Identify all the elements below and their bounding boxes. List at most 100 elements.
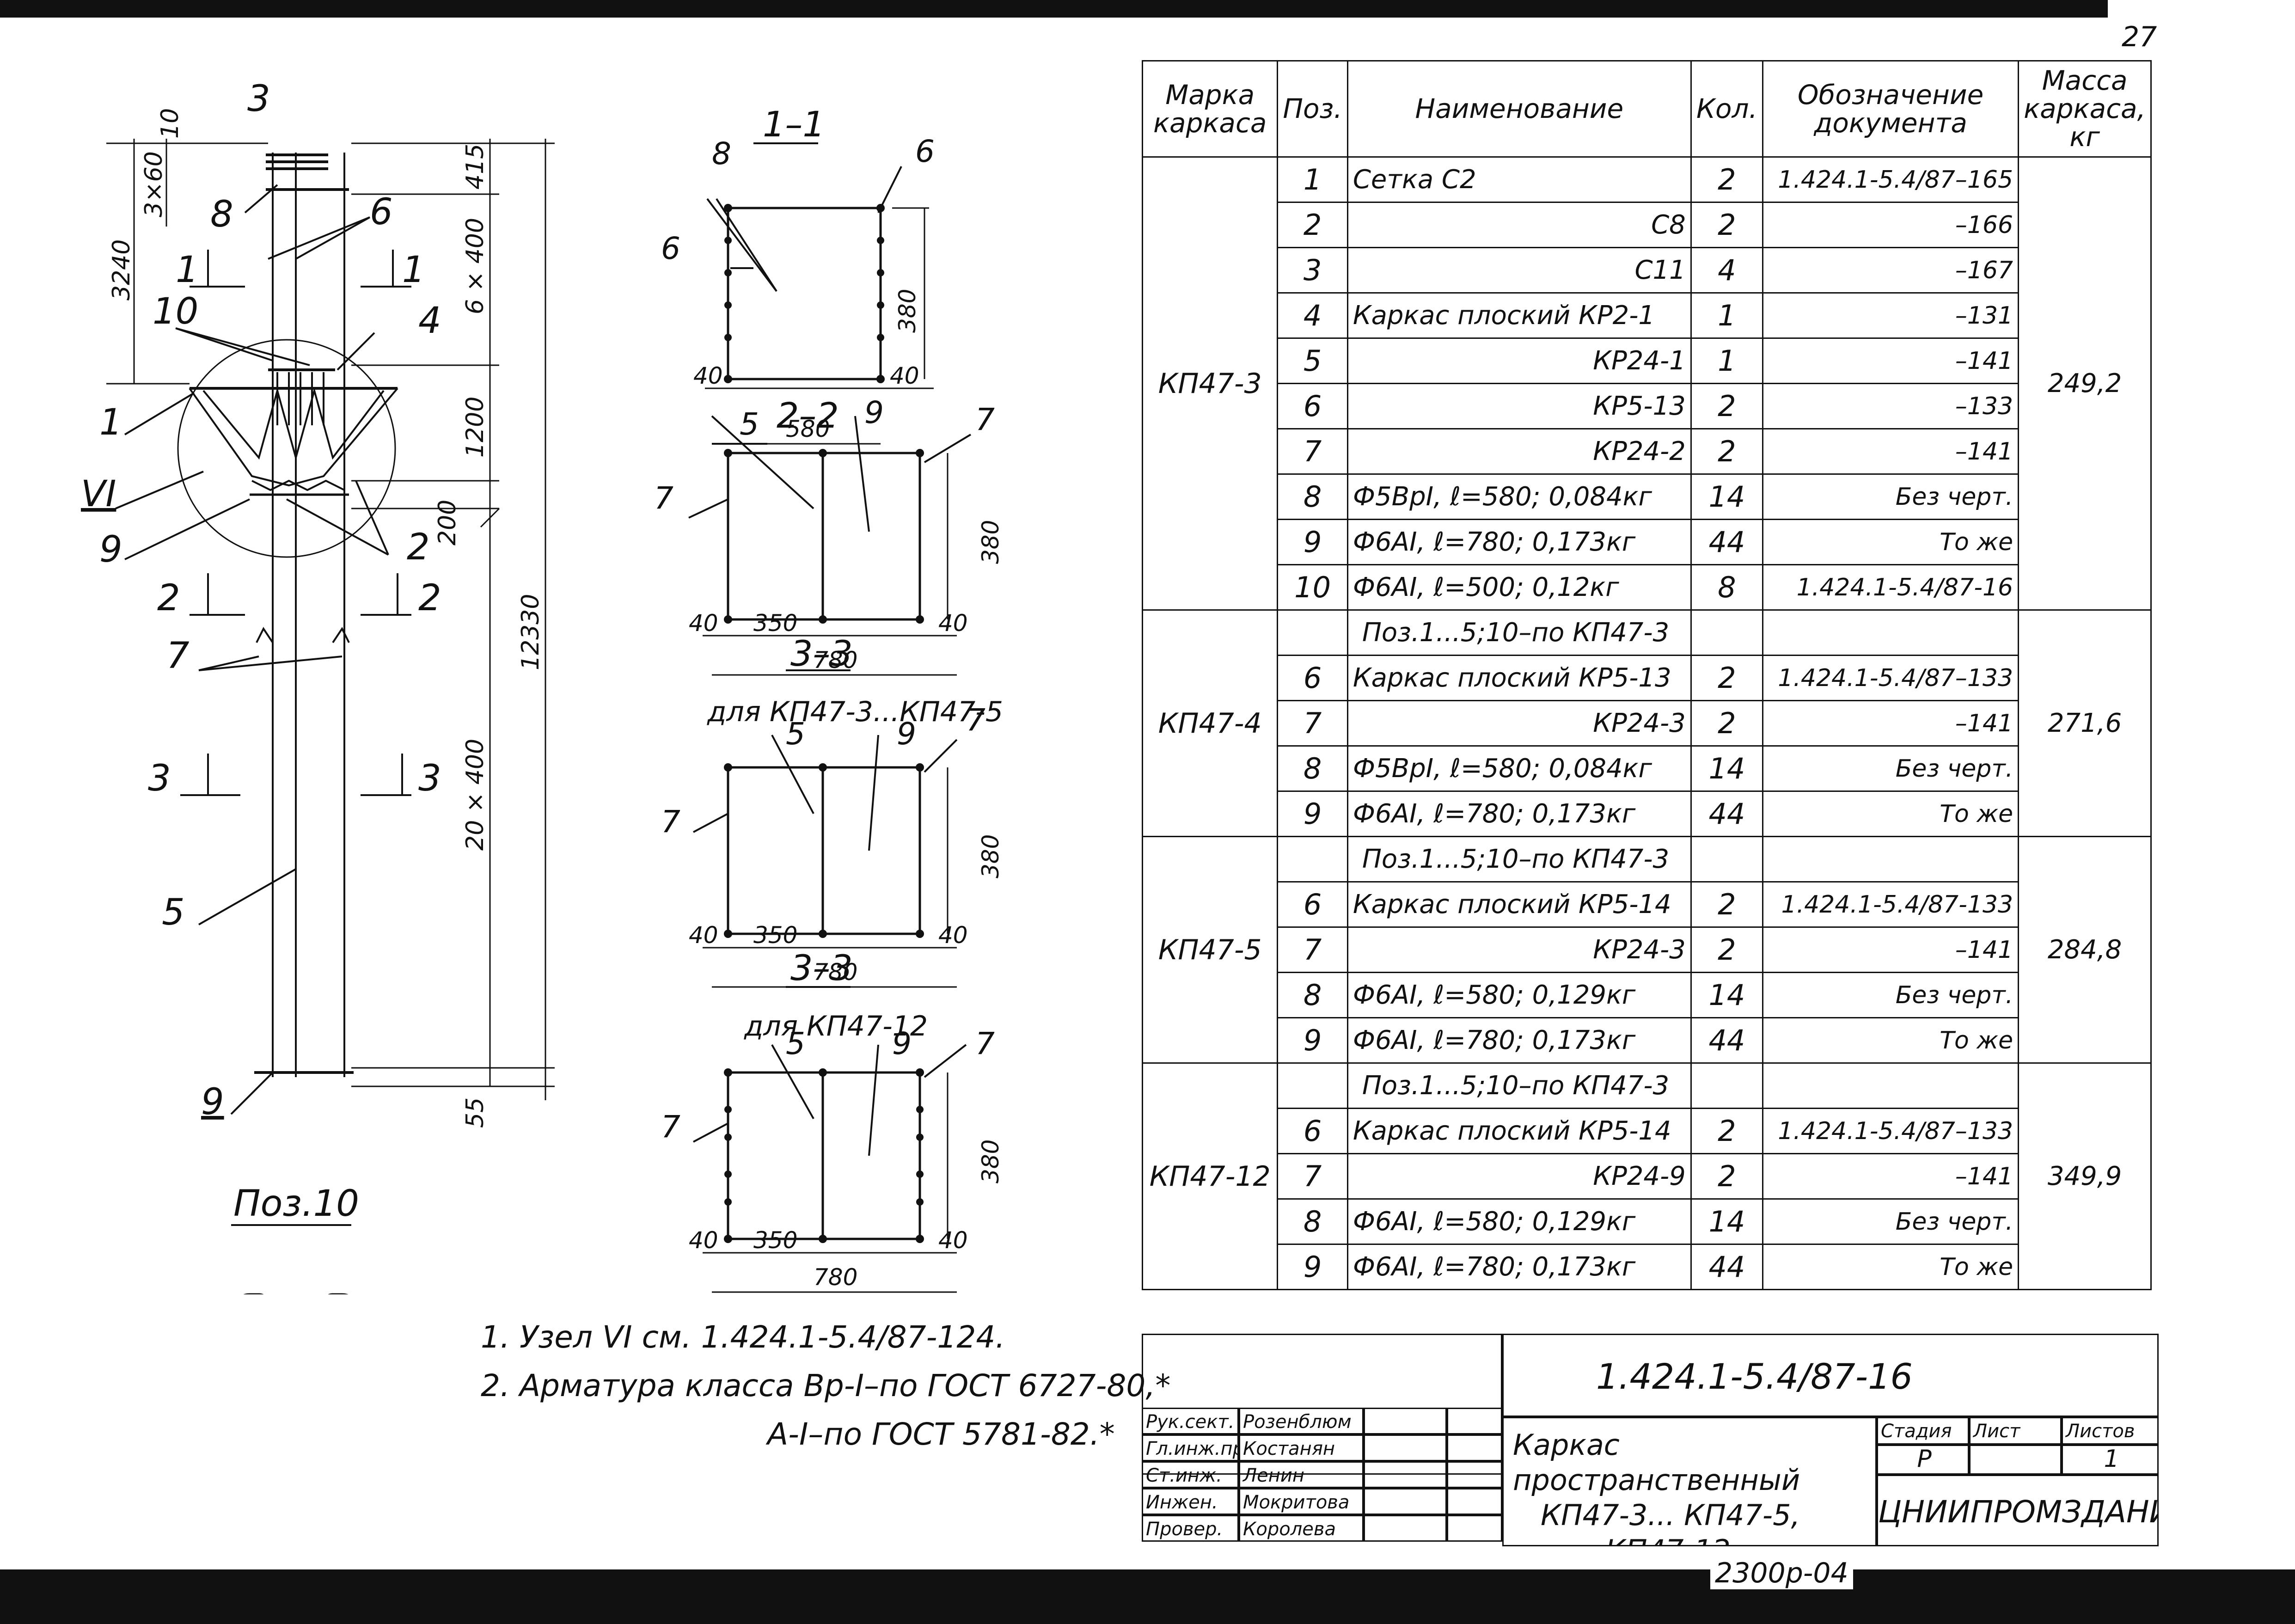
dim-label: 780 — [814, 1264, 857, 1291]
header-qty: Кол. — [1690, 60, 1763, 158]
date-cell — [1447, 1434, 1502, 1461]
pos-mark: 5 — [740, 406, 759, 442]
spec-name: Каркас плоский КР5-14 — [1346, 881, 1692, 928]
spec-pos: 5 — [1277, 337, 1348, 384]
spec-name: Ф6АI, ℓ=580; 0,129кг — [1346, 1198, 1692, 1245]
staff-name: Королева — [1239, 1515, 1364, 1542]
spec-pos: 8 — [1277, 473, 1348, 520]
spec-doc: Без черт. — [1762, 972, 2020, 1018]
pos-mark: 8 — [712, 136, 731, 172]
spec-name: Ф6АI, ℓ=580; 0,129кг — [1346, 972, 1692, 1018]
pos-mark: 7 — [966, 702, 985, 738]
pos-mark: 8 — [210, 194, 233, 235]
pos10-title: Поз.10 — [233, 1183, 359, 1225]
dim-label: 40 — [890, 362, 919, 389]
spec-name: Каркас плоский КР2-1 — [1346, 292, 1692, 339]
spec-pos: 9 — [1277, 1017, 1348, 1064]
spec-pos: 8 — [1277, 1198, 1348, 1245]
pos-mark: 9 — [897, 716, 916, 752]
pos-mark: 7 — [654, 480, 673, 516]
sheet-value — [1969, 1445, 2062, 1475]
pos-mark: 1 — [176, 249, 199, 291]
spec-qty: 44 — [1690, 1017, 1763, 1064]
staff-row: Провер.Королева — [1142, 1515, 1502, 1542]
spec-qty: 44 — [1690, 1244, 1763, 1290]
dim-label: 415 — [461, 144, 489, 190]
spec-qty: 14 — [1690, 972, 1763, 1018]
spec-pos: 6 — [1277, 1108, 1348, 1154]
spec-qty: 4 — [1690, 247, 1763, 294]
spec-qty: 1 — [1690, 337, 1763, 384]
dim-label: 12330 — [517, 594, 545, 670]
pos-mark: 1 — [402, 249, 425, 291]
spec-qty: 2 — [1690, 881, 1763, 928]
spec-pos: 7 — [1277, 700, 1348, 747]
bottom-code: 2300p-04 — [1710, 1557, 1853, 1589]
section-title: 2–2 — [777, 395, 839, 436]
spec-qty: 1 — [1690, 292, 1763, 339]
spec-name: Ф6АI, ℓ=780; 0,173кг — [1346, 1017, 1692, 1064]
spec-qty — [1690, 1062, 1763, 1109]
sections: 1–1 2–2 3–3 3–3 для КП47-3...КП47-5 для … — [654, 104, 1004, 1293]
spec-pos: 6 — [1277, 655, 1348, 701]
pos-mark: 1 — [99, 402, 122, 443]
staff-name: Ленин — [1239, 1461, 1364, 1488]
drawing-title: Каркас пространственный КП47-3... КП47-5… — [1502, 1417, 1877, 1546]
spec-name: Каркас плоский КР5-14 — [1346, 1108, 1692, 1154]
header-pos: Поз. — [1277, 60, 1348, 158]
spec-name: Поз.1...5;10–по КП47-3 — [1346, 609, 1692, 656]
staff-row: Ст.инж.Ленин — [1142, 1461, 1502, 1488]
title-line: КП47-3... КП47-5, — [1541, 1498, 1800, 1532]
spec-pos — [1277, 609, 1348, 656]
spec-name: Ф6АI, ℓ=500; 0,12кг — [1346, 564, 1692, 611]
dim-label: 40 — [693, 362, 723, 389]
spec-qty: 2 — [1690, 926, 1763, 973]
spec-doc: То же — [1762, 1017, 2020, 1064]
spec-name: Ф6АI, ℓ=780; 0,173кг — [1346, 791, 1692, 837]
dim-label: 200 — [434, 500, 461, 545]
sheets-value: 1 — [2062, 1445, 2159, 1475]
frame-mark: КП47-12 — [1141, 1062, 1279, 1290]
spec-name: С8 — [1346, 202, 1692, 248]
pos-mark: 5 — [162, 892, 185, 933]
spec-name: Ф6АI, ℓ=780; 0,173кг — [1346, 519, 1692, 565]
spec-name: Поз.1...5;10–по КП47-3 — [1346, 1062, 1692, 1109]
spec-pos: 1 — [1277, 156, 1348, 203]
spec-pos — [1277, 836, 1348, 882]
pos-mark: 2 — [407, 527, 430, 568]
spec-doc: –166 — [1762, 202, 2020, 248]
spec-pos: 7 — [1277, 926, 1348, 973]
spec-pos: 3 — [1277, 247, 1348, 294]
spec-pos — [1277, 1062, 1348, 1109]
spec-qty: 14 — [1690, 1198, 1763, 1245]
pos-mark: 7 — [661, 1109, 680, 1145]
dim-label: 10 — [156, 108, 184, 139]
date-cell — [1447, 1461, 1502, 1488]
spec-doc: То же — [1762, 1244, 2020, 1290]
pos-mark: 7 — [975, 1026, 995, 1061]
pos-mark: 6 — [370, 191, 393, 233]
pos-mark: 5 — [786, 1026, 805, 1061]
pos-mark: 9 — [99, 529, 122, 570]
date-cell — [1447, 1408, 1502, 1434]
dim-label: 20 × 400 — [461, 739, 489, 851]
header-name: Наименование — [1346, 60, 1692, 158]
dim-label: 350 — [753, 922, 797, 949]
spec-doc: 1.424.1-5.4/87-133 — [1762, 881, 2020, 928]
spec-qty: 2 — [1690, 202, 1763, 248]
pos-mark: 3 — [148, 758, 171, 799]
dim-label: 380 — [977, 520, 1004, 564]
spec-doc: –141 — [1762, 428, 2020, 475]
